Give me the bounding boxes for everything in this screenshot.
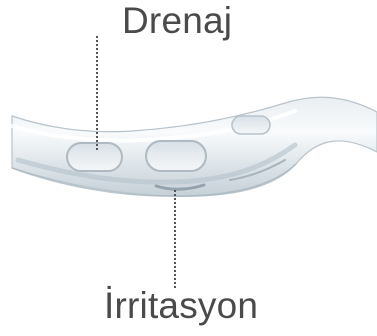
drainage-label: Drenaj — [122, 2, 232, 39]
irrigation-label: İrritasyon — [104, 287, 258, 324]
